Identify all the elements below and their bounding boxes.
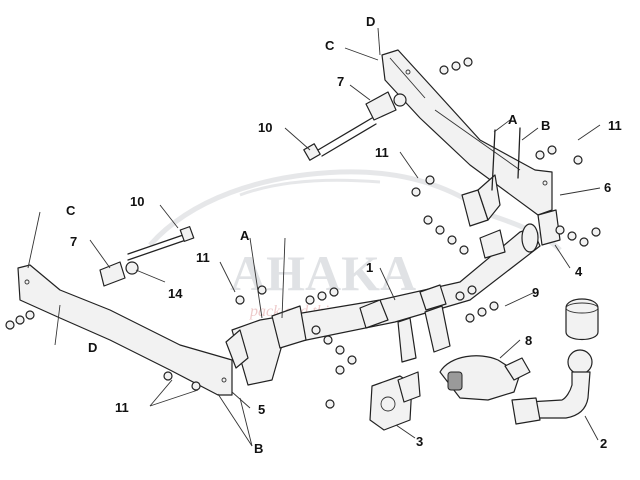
left-bolt-set [99, 226, 195, 287]
left-side-bracket [17, 264, 233, 396]
label-11-upper: 11 [375, 145, 389, 160]
label-2: 2 [600, 436, 607, 451]
part-8-ball-housing [439, 355, 531, 401]
label-7-right: 7 [337, 74, 344, 89]
label-4: 4 [575, 264, 583, 279]
label-10-left: 10 [130, 194, 144, 209]
right-bolt-set [303, 91, 407, 161]
part-4-bracket [537, 209, 561, 246]
label-D-left: D [88, 340, 97, 355]
label-A-left: A [240, 228, 250, 243]
label-8: 8 [525, 333, 532, 348]
right-side-bracket [381, 49, 553, 216]
label-10-right: 10 [258, 120, 272, 135]
center-brackets [397, 305, 451, 363]
watermark-car-icon [148, 169, 562, 252]
leader-lines [27, 27, 601, 447]
label-C-top: C [325, 38, 335, 53]
part-3-socket-plate [369, 371, 421, 431]
label-11-mid: 11 [196, 250, 210, 265]
label-6: 6 [604, 180, 611, 195]
label-14: 14 [168, 286, 183, 301]
label-5: 5 [258, 402, 265, 417]
label-A-right: A [508, 112, 518, 127]
label-11-bottom: 11 [115, 400, 129, 415]
label-C-left: C [66, 203, 76, 218]
part-2-tow-ball [511, 298, 599, 425]
part-5-bracket [225, 305, 307, 369]
label-1: 1 [366, 260, 373, 275]
fasteners [5, 57, 601, 409]
label-B-bottom: B [254, 441, 263, 456]
label-11-topright: 11 [608, 118, 622, 133]
callout-labels: D C 7 10 A B 11 11 6 10 C 7 A 11 1 4 14 … [66, 14, 622, 456]
label-3: 3 [416, 434, 423, 449]
label-D-top: D [366, 14, 375, 29]
label-9: 9 [532, 285, 539, 300]
label-B-right: B [541, 118, 550, 133]
part-6-bracket [461, 127, 521, 227]
part-1-crossbar [231, 223, 541, 386]
label-7-left: 7 [70, 234, 77, 249]
